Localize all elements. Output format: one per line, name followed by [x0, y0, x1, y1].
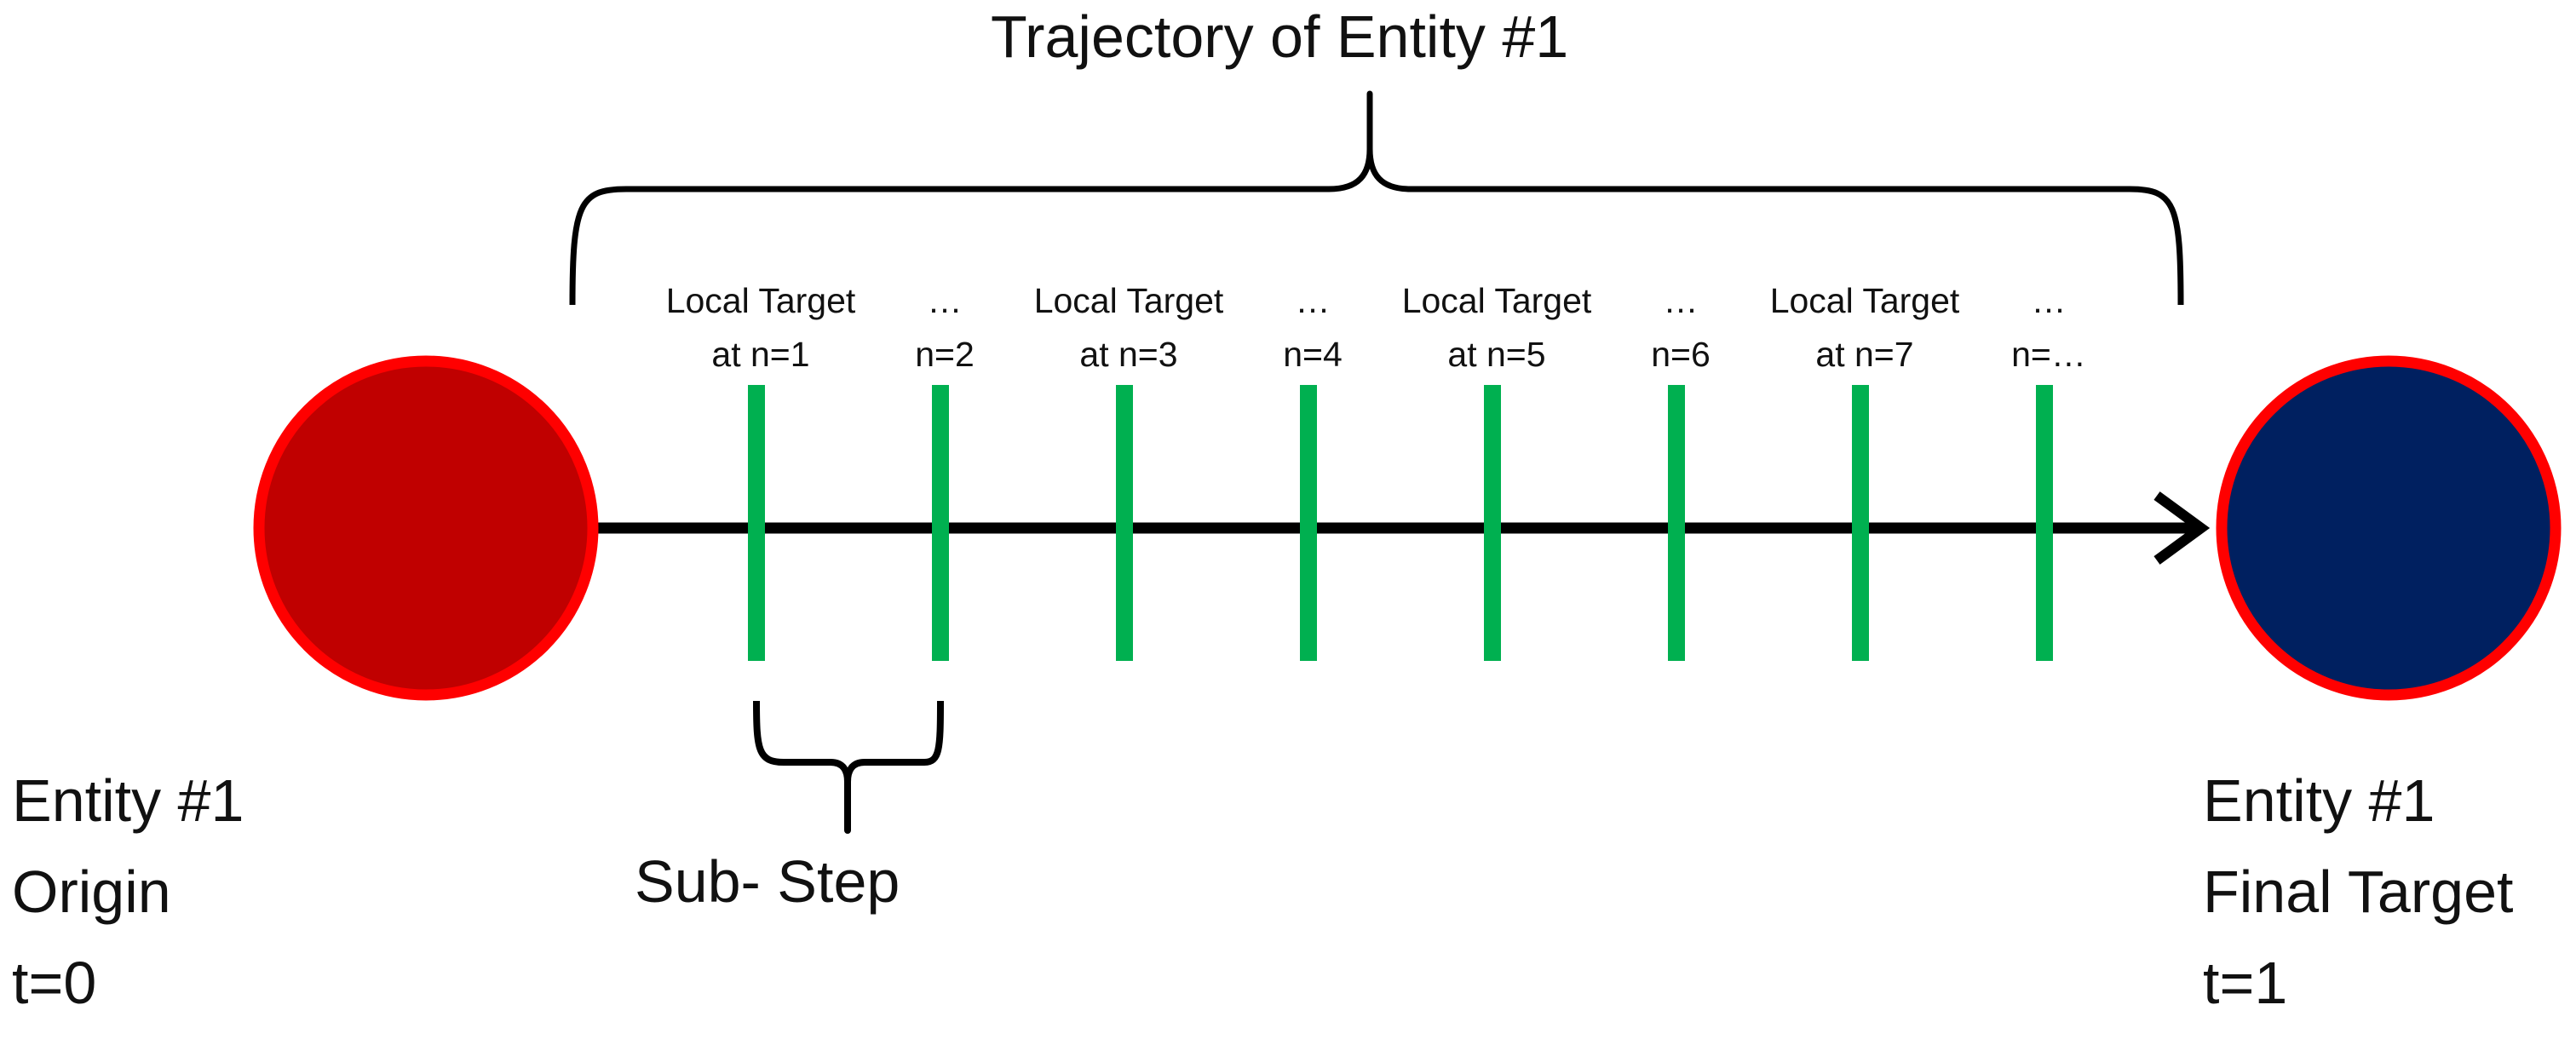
tick-label: Local Target at n=3: [1001, 284, 1256, 380]
origin-label-line: t=0: [12, 950, 97, 1016]
arrow-head: [2153, 491, 2211, 565]
tick-label-line2: at n=7: [1815, 335, 1914, 374]
diagram-title: Trajectory of Entity #1: [991, 3, 1569, 70]
trajectory-brace: [569, 90, 2184, 306]
tick-label: … n=6: [1553, 284, 1808, 380]
origin-label-line: Entity #1: [12, 767, 244, 834]
tick-label-line1: Local Target: [1401, 281, 1592, 320]
tick-label-line1: …: [1663, 281, 1699, 320]
tick-label-line1: Local Target: [1769, 281, 1960, 320]
tick-label: Local Target at n=1: [633, 284, 888, 380]
tick-label-line1: …: [2031, 281, 2067, 320]
origin-label-line: Origin: [12, 858, 171, 925]
tick-label-line2: n=4: [1283, 335, 1343, 374]
tick-label: Local Target at n=7: [1737, 284, 1992, 380]
target-label-line: Entity #1: [2203, 767, 2435, 834]
target-label-line: t=1: [2203, 950, 2288, 1016]
target-label: Entity #1 Final Target t=1: [2203, 771, 2513, 1044]
tick-label: … n=2: [817, 284, 1072, 380]
target-entity-circle: [2216, 355, 2562, 701]
tick-label-line2: n=…: [2011, 335, 2086, 374]
substep-brace: [753, 700, 944, 834]
tick-label-line2: at n=3: [1079, 335, 1178, 374]
tick-label-line2: n=2: [915, 335, 975, 374]
tick-label: … n=…: [1921, 284, 2176, 380]
tick-label-line2: at n=1: [711, 335, 810, 374]
tick-group: [748, 385, 2053, 661]
origin-label: Entity #1 Origin t=0: [12, 771, 244, 1044]
tick-label-line1: Local Target: [1033, 281, 1224, 320]
tick-label-line2: n=6: [1651, 335, 1711, 374]
tick-label: Local Target at n=5: [1369, 284, 1624, 380]
tick-label-line1: …: [1295, 281, 1331, 320]
tick-label: … n=4: [1185, 284, 1440, 380]
origin-entity-circle: [253, 355, 599, 701]
tick-label-line1: …: [927, 281, 963, 320]
tick-label-line1: Local Target: [665, 281, 856, 320]
substep-label: Sub- Step: [635, 848, 900, 915]
tick-label-line2: at n=5: [1447, 335, 1546, 374]
target-label-line: Final Target: [2203, 858, 2514, 925]
